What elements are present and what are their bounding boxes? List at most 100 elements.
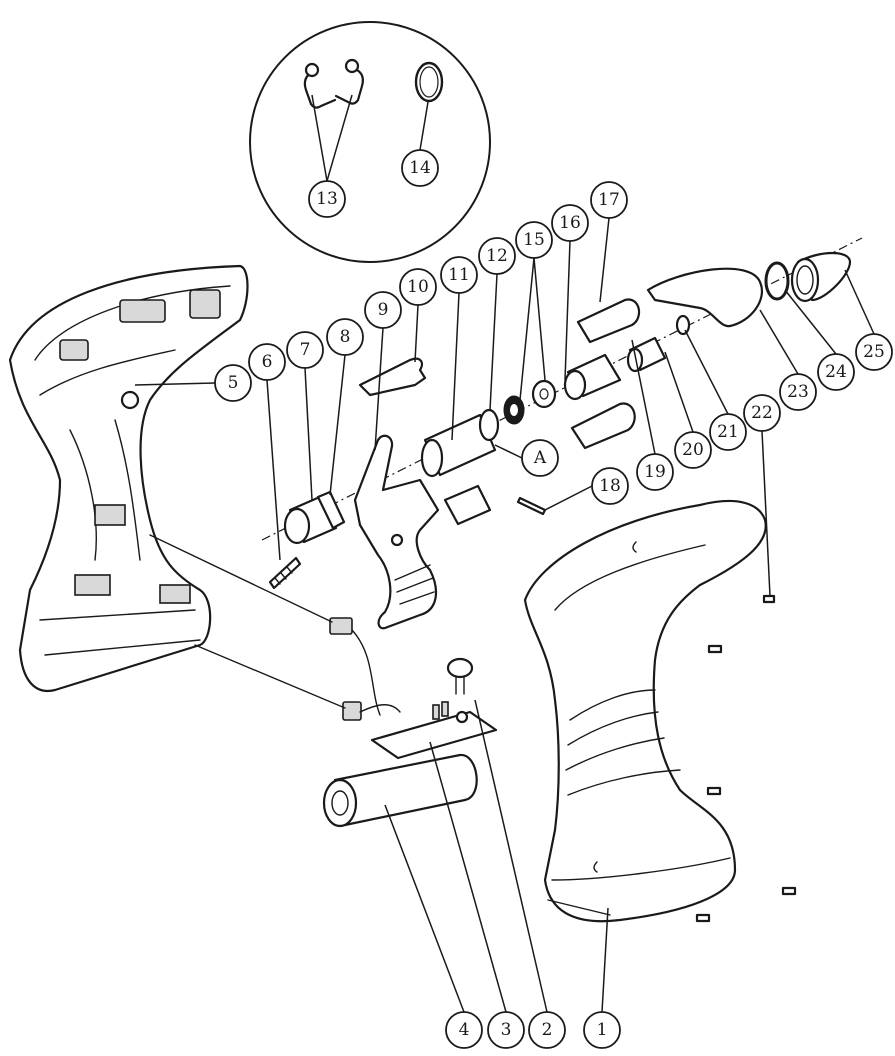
gearbox-11	[420, 413, 497, 526]
callout-6: 6	[248, 343, 286, 381]
callout-number: 13	[316, 189, 338, 209]
callout-number: 14	[409, 158, 431, 178]
callout-number: 3	[501, 1020, 512, 1040]
callout-18: 18	[591, 467, 629, 505]
callout-circle	[674, 431, 712, 469]
callout-number: 8	[340, 327, 351, 347]
callout-circle	[817, 353, 855, 391]
callout-number: 24	[825, 362, 847, 382]
callout-circle	[399, 268, 437, 306]
callout-3: 3	[487, 1011, 525, 1049]
spring-6	[268, 556, 302, 590]
callout-number: 15	[523, 230, 545, 250]
detail-circle	[249, 21, 491, 263]
callout-a: A	[521, 439, 559, 477]
assembly-line-b	[194, 644, 346, 709]
housing-right-1	[523, 500, 767, 923]
callout-number: 17	[598, 190, 620, 210]
callout-circle	[286, 331, 324, 369]
nose-cone-25	[790, 252, 852, 303]
callout-number: 12	[486, 246, 508, 266]
callout-circle	[445, 1011, 483, 1049]
callout-circle	[590, 181, 628, 219]
tip-insert-20-21	[626, 314, 691, 373]
callout-number: 9	[378, 300, 389, 320]
switch-2	[446, 657, 474, 695]
screws-22	[695, 594, 797, 923]
callout-circle	[636, 453, 674, 491]
assembly-axis-line	[261, 237, 863, 541]
callout-number: 23	[787, 382, 809, 402]
callout-number: 20	[682, 440, 704, 460]
callout-12: 12	[478, 237, 516, 275]
o-ring-14	[414, 61, 444, 103]
callout-7: 7	[286, 331, 324, 369]
callout-number: 21	[717, 422, 739, 442]
callout-number: A	[533, 448, 547, 468]
callout-circle	[364, 291, 402, 329]
callout-circle	[583, 1011, 621, 1049]
circuit-board-3	[370, 701, 498, 760]
bearings-12-15-16	[478, 379, 557, 442]
callout-circle	[487, 1011, 525, 1049]
callout-circle	[440, 256, 478, 294]
callout-25: 25	[855, 333, 893, 371]
callout-13: 13	[308, 180, 346, 218]
ring-24	[764, 261, 790, 301]
callout-number: 6	[262, 352, 273, 372]
callout-number: 25	[863, 342, 885, 362]
callout-circle	[709, 413, 747, 451]
callout-circle	[248, 343, 286, 381]
callout-19: 19	[636, 453, 674, 491]
callout-24: 24	[817, 353, 855, 391]
callout-number: 2	[542, 1020, 553, 1040]
callout-circle	[528, 1011, 566, 1049]
callout-number: 10	[407, 277, 429, 297]
callout-number: 5	[228, 373, 239, 393]
callout-labels: 1234567891011121314151617181920212223242…	[214, 149, 893, 1049]
callout-circle	[551, 204, 589, 242]
callout-2: 2	[528, 1011, 566, 1049]
callout-16: 16	[551, 204, 589, 242]
callout-1: 1	[583, 1011, 621, 1049]
callout-number: 16	[559, 213, 581, 233]
callout-number: 18	[599, 476, 621, 496]
heat-shield-23	[646, 267, 763, 328]
callout-22: 22	[743, 394, 781, 432]
wire-clip-10	[358, 357, 427, 397]
pin-18	[516, 496, 547, 516]
callout-14: 14	[401, 149, 439, 187]
callout-number: 1	[597, 1020, 608, 1040]
callout-23: 23	[779, 373, 817, 411]
housing-left-5	[8, 264, 249, 693]
callout-circle	[478, 237, 516, 275]
callout-5: 5	[214, 364, 252, 402]
callout-circle	[743, 394, 781, 432]
callout-circle	[308, 180, 346, 218]
callout-8: 8	[326, 318, 364, 356]
callout-11: 11	[440, 256, 478, 294]
callout-number: 19	[644, 462, 666, 482]
callout-circle	[779, 373, 817, 411]
leader-lines	[134, 94, 875, 1013]
callout-20: 20	[674, 431, 712, 469]
battery-4	[322, 753, 478, 828]
callout-circle	[326, 318, 364, 356]
connectors	[329, 617, 401, 721]
callout-9: 9	[364, 291, 402, 329]
callout-17: 17	[590, 181, 628, 219]
assembly-line-a	[149, 534, 333, 623]
callout-10: 10	[399, 268, 437, 306]
callout-number: 7	[300, 340, 311, 360]
callout-4: 4	[445, 1011, 483, 1049]
callout-circle	[515, 221, 553, 259]
nozzle-halves-17-19	[563, 298, 641, 450]
callout-circle	[591, 467, 629, 505]
trigger-plate-9	[353, 434, 440, 630]
callout-circle	[214, 364, 252, 402]
callout-number: 4	[459, 1020, 470, 1040]
callout-circle	[401, 149, 439, 187]
callout-circle	[855, 333, 893, 371]
